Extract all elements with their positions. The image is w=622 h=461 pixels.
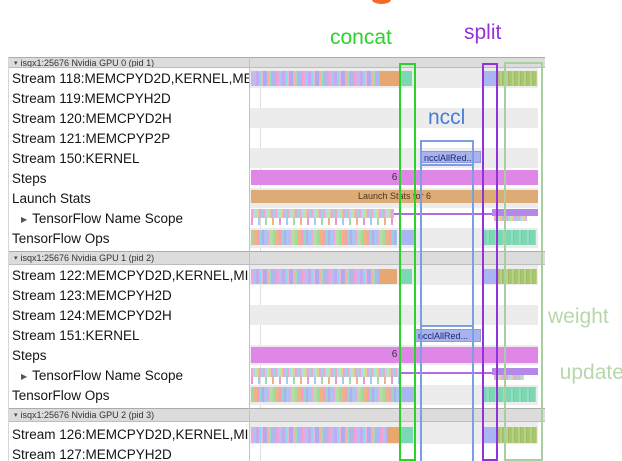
event-bar-split-segment[interactable] <box>484 269 496 284</box>
event-bar-kernel-activity[interactable] <box>251 71 380 86</box>
track-row-stream122: Stream 122:MEMCPYD2D,KERNEL,MI <box>9 265 545 285</box>
timeline-panel: ▾isqx1:25676 Nvidia GPU 0 (pid 1) Stream… <box>8 57 545 461</box>
track-label-steps-gpu1: Steps <box>9 345 249 365</box>
track-row-stream150: ncclAllRed... Stream 150:KERNEL <box>9 148 545 168</box>
annotation-weight-update-label: weight update <box>548 303 622 387</box>
track-label-stream124: Stream 124:MEMCPYD2H <box>9 305 249 325</box>
track-label-tf-name-scope-gpu1[interactable]: ▶ TensorFlow Name Scope <box>9 365 249 385</box>
tf-name-scope-text: TensorFlow Name Scope <box>32 211 183 226</box>
group-header-gpu0-label: isqx1:25676 Nvidia GPU 0 (pid 1) <box>20 58 155 68</box>
annotation-nccl-label: nccl <box>428 106 466 129</box>
expand-triangle-icon[interactable]: ▶ <box>21 215 28 224</box>
event-bar-orange-segment[interactable] <box>380 71 400 86</box>
event-band-tf-ops[interactable] <box>251 230 397 245</box>
event-bar-split-segment[interactable] <box>484 427 496 443</box>
track-label-tf-name-scope-gpu0[interactable]: ▶ TensorFlow Name Scope <box>9 208 249 228</box>
track-label-stream122: Stream 122:MEMCPYD2D,KERNEL,MI <box>9 265 249 285</box>
label-column-divider[interactable] <box>249 57 250 461</box>
event-ticks-name-scope[interactable] <box>251 218 394 225</box>
event-ticks-name-scope[interactable] <box>251 377 401 384</box>
event-band-name-scope-fragments[interactable] <box>494 216 527 221</box>
group-header-gpu2-label: isqx1:25676 Nvidia GPU 2 (pid 3) <box>20 410 155 420</box>
event-bar-name-scope-weight-update[interactable] <box>492 368 538 375</box>
track-label-stream119: Stream 119:MEMCPYH2D <box>9 88 249 108</box>
track-row-stream121: Stream 121:MEMCPYP2P <box>9 128 545 148</box>
event-band-tf-ops[interactable] <box>251 387 401 402</box>
track-row-stream151: ncclAllRed... Stream 151:KERNEL <box>9 325 545 345</box>
track-row-stream120: Stream 120:MEMCPYD2H <box>9 108 545 128</box>
event-bar-tf-ops-concat[interactable] <box>401 387 414 402</box>
event-bar-weight-update-segment[interactable] <box>497 269 537 284</box>
event-bar-launch-stats[interactable]: Launch Stats for 6 <box>251 190 538 203</box>
collapse-triangle-icon[interactable]: ▾ <box>14 60 18 67</box>
track-row-stream124: Stream 124:MEMCPYD2H <box>9 305 545 325</box>
track-row-tf-name-scope-gpu1: ▶ TensorFlow Name Scope <box>9 365 545 385</box>
annotation-split-label: split <box>464 21 502 44</box>
event-band-name-scope[interactable] <box>251 209 394 218</box>
event-bar-weight-update-segment[interactable] <box>497 71 537 86</box>
expand-triangle-icon[interactable]: ▶ <box>21 372 28 381</box>
track-row-tf-ops-gpu0: TensorFlow Ops <box>9 228 545 248</box>
annotation-split-box <box>482 63 498 461</box>
track-label-tf-ops-gpu0: TensorFlow Ops <box>9 228 249 248</box>
event-band-name-scope-fragments[interactable] <box>494 375 524 380</box>
event-bar-name-scope-weight-update[interactable] <box>492 209 538 216</box>
track-label-stream126: Stream 126:MEMCPYD2D,KERNEL,MI <box>9 422 249 444</box>
group-header-gpu1-label: isqx1:25676 Nvidia GPU 1 (pid 2) <box>20 253 155 263</box>
track-label-launch-stats: Launch Stats <box>9 188 249 208</box>
track-row-launch-stats: Launch Stats for 6 Launch Stats <box>9 188 545 208</box>
track-row-stream118: Stream 118:MEMCPYD2D,KERNEL,ME <box>9 68 545 88</box>
track-label-steps-gpu0: Steps <box>9 168 249 188</box>
event-bar-orange-segment[interactable] <box>379 269 397 284</box>
annotation-nccl-box <box>420 140 474 461</box>
track-label-stream150: Stream 150:KERNEL <box>9 148 249 168</box>
event-band-name-scope[interactable] <box>251 368 401 377</box>
event-bar-concat-segment[interactable] <box>399 427 413 443</box>
track-label-tf-ops-gpu1: TensorFlow Ops <box>9 385 249 405</box>
event-bar-step6[interactable]: 6 <box>251 347 538 363</box>
annotation-nccl-box-divider <box>420 325 474 327</box>
event-bar-step6[interactable]: 6 <box>251 170 538 185</box>
track-row-steps-gpu1: 6 Steps <box>9 345 545 365</box>
track-row-stream119: Stream 119:MEMCPYH2D <box>9 88 545 108</box>
annotation-weight-update-box <box>504 62 543 461</box>
track-label-stream121: Stream 121:MEMCPYP2P <box>9 128 249 148</box>
event-bar-tf-ops-weight-update[interactable] <box>482 387 536 402</box>
group-header-gpu1[interactable]: ▾isqx1:25676 Nvidia GPU 1 (pid 2) <box>9 251 545 265</box>
event-bar-tf-ops-concat[interactable] <box>401 230 414 245</box>
track-row-steps-gpu0: 6 Steps <box>9 168 545 188</box>
event-bar-concat-segment[interactable] <box>401 269 412 284</box>
track-row-tf-name-scope-gpu0: ▶ TensorFlow Name Scope <box>9 208 545 228</box>
annotation-nccl-box-divider <box>420 164 474 166</box>
event-bar-concat-segment[interactable] <box>400 71 412 86</box>
annotation-concat-label: concat <box>330 26 392 49</box>
event-bar-weight-update-segment[interactable] <box>497 427 537 443</box>
track-label-stream123: Stream 123:MEMCPYH2D <box>9 285 249 305</box>
annotation-concat-box <box>399 63 416 461</box>
event-bar-kernel-activity[interactable] <box>251 427 387 443</box>
event-bar-split-segment[interactable] <box>484 71 496 86</box>
update-line: update <box>559 361 622 384</box>
event-bar-tf-ops-weight-update[interactable] <box>482 230 536 245</box>
tf-name-scope-text: TensorFlow Name Scope <box>32 368 183 383</box>
track-label-stream120: Stream 120:MEMCPYD2H <box>9 108 249 128</box>
track-label-stream127: Stream 127:MEMCPYH2D <box>9 444 249 461</box>
group-header-gpu2[interactable]: ▾isqx1:25676 Nvidia GPU 2 (pid 3) <box>9 408 545 422</box>
weight-line: weight <box>548 305 609 328</box>
track-label-stream151: Stream 151:KERNEL <box>9 325 249 345</box>
track-row-stream127: Stream 127:MEMCPYH2D <box>9 444 545 461</box>
event-bar-kernel-activity[interactable] <box>251 269 379 284</box>
event-bar-orange-segment[interactable] <box>387 427 399 443</box>
collapse-triangle-icon[interactable]: ▾ <box>14 412 18 419</box>
track-row-stream126: Stream 126:MEMCPYD2D,KERNEL,MI <box>9 422 545 444</box>
track-row-tf-ops-gpu1: TensorFlow Ops <box>9 385 545 405</box>
cropped-orange-text-fragment <box>372 0 391 4</box>
group-header-gpu0[interactable]: ▾isqx1:25676 Nvidia GPU 0 (pid 1) <box>9 57 545 68</box>
track-label-stream118: Stream 118:MEMCPYD2D,KERNEL,ME <box>9 68 249 88</box>
track-row-stream123: Stream 123:MEMCPYH2D <box>9 285 545 305</box>
collapse-triangle-icon[interactable]: ▾ <box>14 255 18 262</box>
